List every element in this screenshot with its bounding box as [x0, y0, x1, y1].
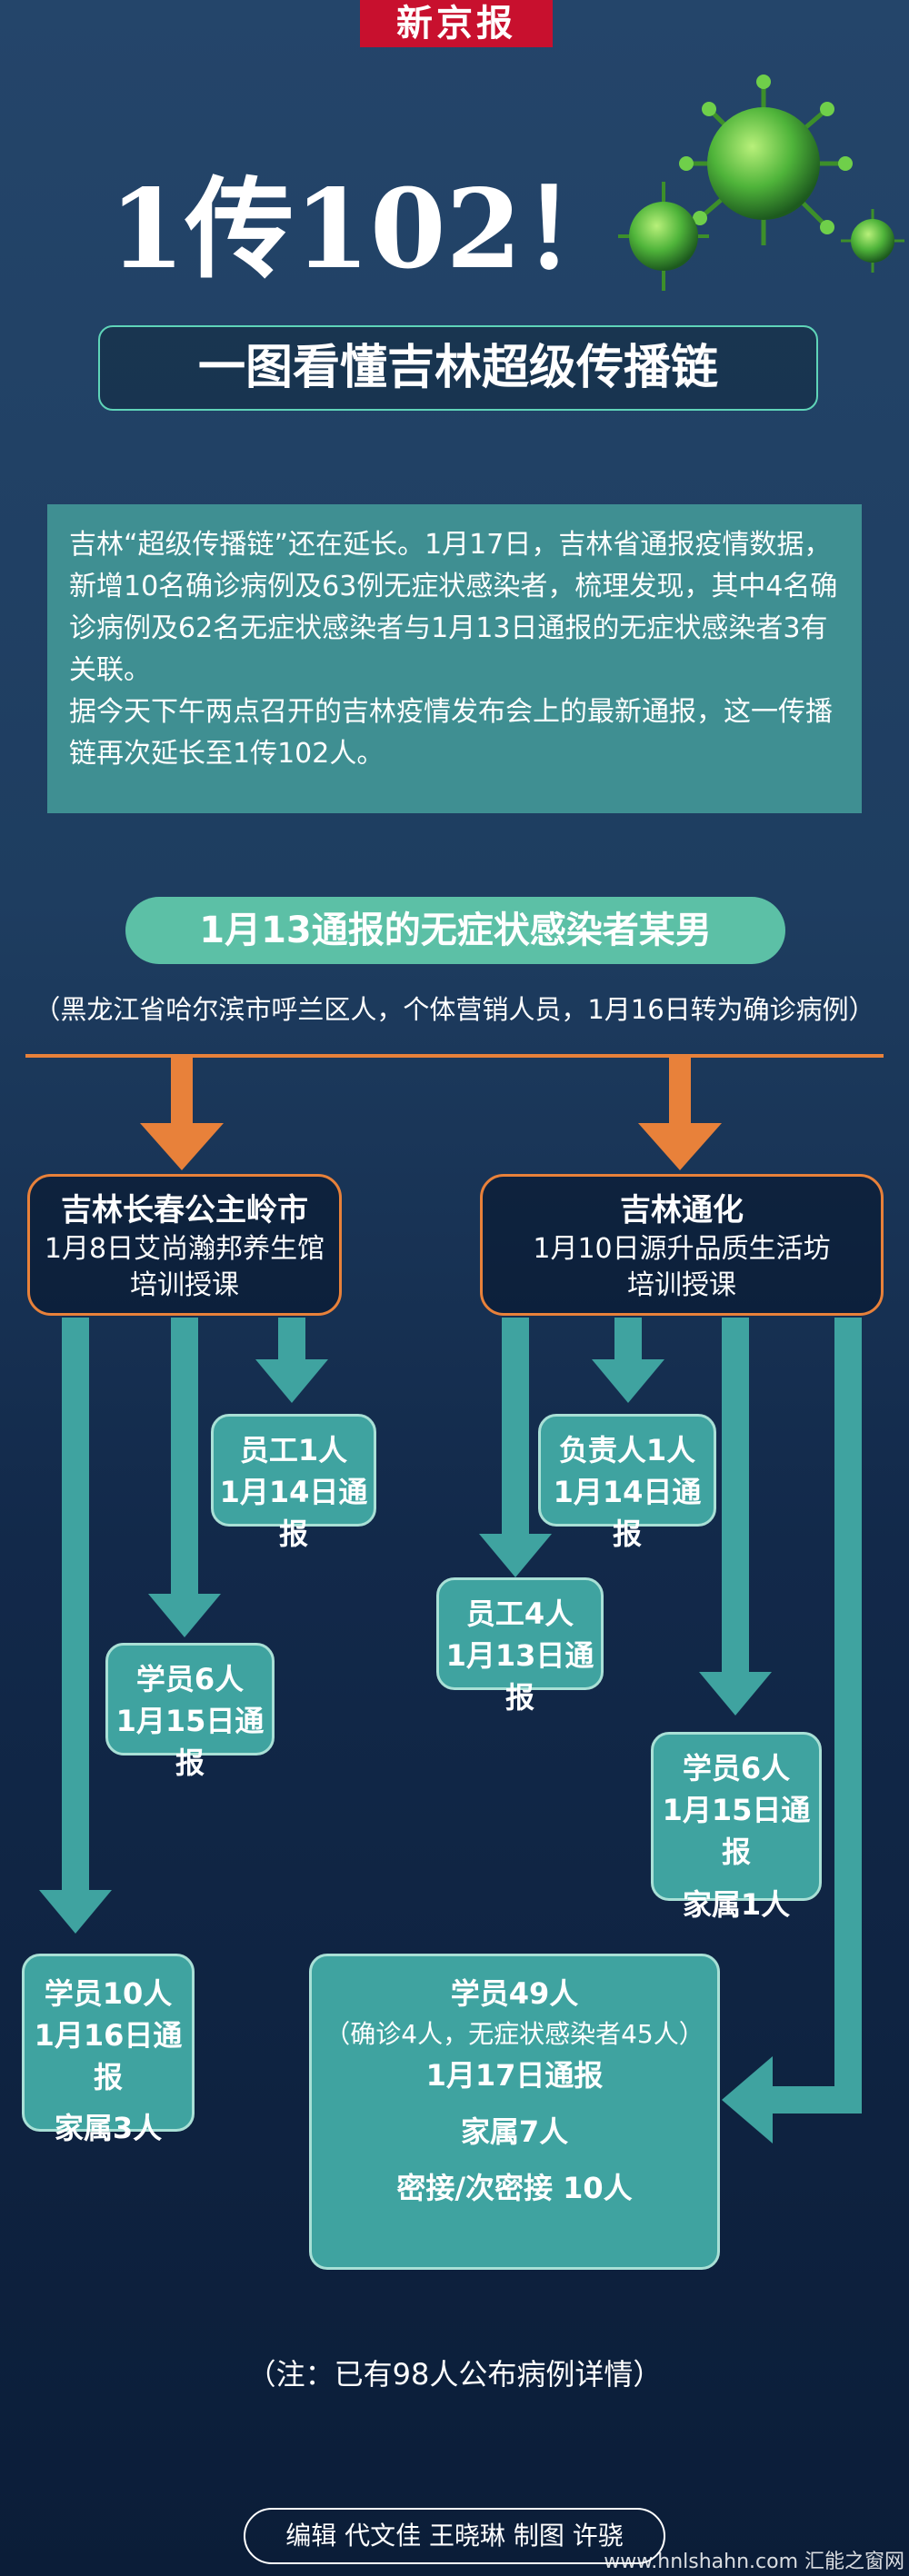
credit-line: 编辑 代文佳 王晓琳 制图 许骁 [244, 2508, 665, 2564]
arrow-head [39, 1890, 112, 1934]
node-family: 家属3人 [54, 2111, 163, 2145]
node-right-students-49: 学员49人 （确诊4人，无症状感染者45人） 1月17日通报 家属7人 密接/次… [309, 1954, 720, 2270]
node-count: 员工4人 [465, 1596, 574, 1631]
node-count: 学员6人 [135, 1662, 245, 1696]
subtitle-banner: 一图看懂吉林超级传播链 [98, 325, 818, 411]
location-box-gongzhuling: 吉林长春公主岭市 1月8日艾尚瀚邦养生馆 培训授课 [27, 1174, 342, 1316]
node-right-students-6: 学员6人 1月15日通报 家属1人 [651, 1732, 822, 1922]
arrow-head-left-location [140, 1123, 224, 1170]
node-date: 1月16日通报 [34, 2018, 183, 2094]
node-count: 学员10人 [44, 1976, 173, 2011]
arrow-stem [614, 1318, 642, 1361]
arrow-stem [771, 2086, 862, 2114]
location-desc: 培训授课 [627, 1269, 736, 1301]
location-desc: 1月10日源升品质生活坊 [533, 1233, 831, 1265]
node-date: 1月15日通报 [115, 1704, 265, 1780]
node-count: 学员49人 [450, 1976, 579, 2011]
arrow-stem [722, 1318, 749, 1674]
node-date: 1月14日通报 [219, 1475, 368, 1551]
arrow-stem [502, 1318, 529, 1536]
arrow-head-right-location [638, 1123, 722, 1170]
arrow-head [148, 1594, 221, 1637]
node-breakdown: （确诊4人，无症状感染者45人） [325, 2019, 704, 2049]
node-date: 1月17日通报 [425, 2058, 604, 2093]
headline: 1传102！ [109, 165, 631, 293]
node-family: 家属1人 [682, 1887, 791, 1922]
arrow-head [255, 1359, 328, 1403]
source-case-note: （黑龙江省哈尔滨市呼兰区人，个体营销人员，1月16日转为确诊病例） [34, 994, 875, 1025]
node-left-students-10: 学员10人 1月16日通报 家属3人 [22, 1954, 195, 2145]
arrow-head [592, 1359, 664, 1403]
node-date: 1月14日通报 [553, 1475, 702, 1551]
arrow-to-left-location [171, 1058, 193, 1125]
intro-panel: 吉林“超级传播链”还在延长。1月17日，吉林省通报疫情数据，新增10名确诊病例及… [47, 504, 862, 813]
location-desc: 1月8日艾尚瀚邦养生馆 [44, 1233, 325, 1265]
node-family: 家属7人 [460, 2114, 569, 2149]
divider-line [25, 1054, 884, 1058]
arrow-stem [171, 1318, 198, 1596]
virus-icon [618, 75, 904, 291]
node-count: 员工1人 [239, 1433, 348, 1467]
location-box-tonghua: 吉林通化 1月10日源升品质生活坊 培训授课 [480, 1174, 884, 1316]
node-close-contacts: 密接/次密接 10人 [396, 2171, 633, 2205]
footnote: （注：已有98人公布病例详情） [246, 2357, 663, 2392]
arrow-to-right-location [669, 1058, 691, 1125]
arrow-stem [62, 1318, 89, 1892]
arrow-head [699, 1672, 772, 1716]
arrow-head [722, 2056, 773, 2143]
brand-logo: 新京报 [360, 0, 553, 47]
watermark: www.hnlshahn.com 汇能之窗网 [604, 2551, 904, 2573]
node-left-staff: 员工1人 1月14日通报 [211, 1414, 376, 1551]
node-left-students-6: 学员6人 1月15日通报 [105, 1643, 275, 1780]
node-date: 1月15日通报 [662, 1793, 811, 1869]
node-right-staff-4: 员工4人 1月13日通报 [436, 1577, 604, 1715]
location-title: 吉林通化 [620, 1192, 744, 1228]
location-desc: 培训授课 [130, 1269, 239, 1301]
intro-paragraph-1: 吉林“超级传播链”还在延长。1月17日，吉林省通报疫情数据，新增10名确诊病例及… [69, 529, 838, 686]
intro-paragraph-2: 据今天下午两点召开的吉林疫情发布会上的最新通报，这一传播链再次延长至1传102人… [69, 696, 833, 770]
node-count: 学员6人 [682, 1751, 791, 1785]
arrow-stem [278, 1318, 305, 1361]
source-case-title: 1月13通报的无症状感染者某男 [125, 897, 785, 964]
node-count: 负责人1人 [558, 1433, 696, 1467]
node-right-manager: 负责人1人 1月14日通报 [538, 1414, 716, 1551]
arrow-stem [834, 1318, 862, 2114]
location-title: 吉林长春公主岭市 [61, 1192, 308, 1228]
arrow-head [479, 1534, 552, 1577]
node-date: 1月13日通报 [445, 1638, 594, 1715]
